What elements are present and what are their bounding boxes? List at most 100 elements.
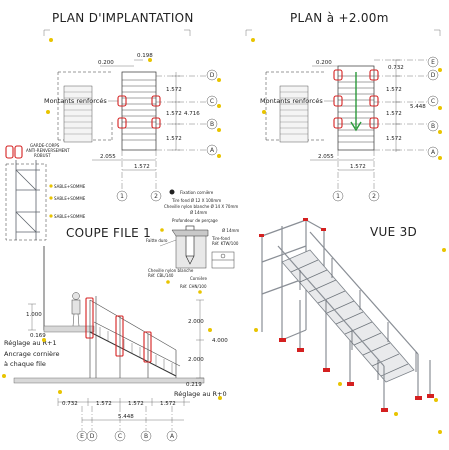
detail-line: ANTI-RENVERSEMENT: [26, 148, 70, 153]
fixation-label: Cheville nylon blanche: [148, 268, 194, 273]
fixation-label: Cornière: [190, 276, 207, 281]
coupe-dim: 2.000: [188, 319, 204, 325]
axis-bubbles-right: E D C B A: [427, 56, 439, 158]
coupe-dim: 0.732: [62, 401, 78, 407]
coupe-dim: 1.572: [160, 401, 176, 407]
note-pin-icon[interactable]: [434, 398, 438, 402]
dim-r1: 1.572: [166, 87, 182, 93]
axis-label: 2: [372, 193, 376, 200]
plan-2m: PLAN à +2.00m 0.200 0.732: [245, 11, 442, 202]
note-pin-icon[interactable]: [394, 412, 398, 416]
note-pin-icon[interactable]: [438, 106, 442, 110]
note-line: Ancrage cornière: [4, 350, 60, 358]
axis-label: A: [210, 147, 215, 154]
montants-label: Montants renforcés: [44, 97, 107, 105]
dim-bottom-b: 1.572: [350, 164, 366, 170]
note-pin-icon[interactable]: [42, 338, 46, 342]
guardrail-detail: GARDE-CORPS ANTI-RENVERSEMENT ROBUST SAB…: [5, 143, 86, 241]
coupe-dim: 1.572: [128, 401, 144, 407]
coupe-axis-bubbles: E D C B A: [76, 430, 178, 442]
axis-label: 1: [120, 193, 124, 200]
note-pin-icon[interactable]: [46, 110, 50, 114]
axis-label: B: [431, 123, 435, 130]
axis-label: C: [118, 433, 122, 440]
axis-label: D: [90, 433, 95, 440]
vue3d-title: VUE 3D: [370, 225, 417, 239]
note-pin-icon[interactable]: [2, 374, 6, 378]
note-pin-icon[interactable]: [438, 68, 442, 72]
note-pin-icon[interactable]: [148, 58, 152, 62]
vue-3d: VUE 3D: [254, 218, 446, 434]
axis-label: D: [431, 72, 436, 79]
axis-label: 2: [154, 193, 158, 200]
note-pin-icon[interactable]: [338, 382, 342, 386]
note-line: à chaque file: [4, 360, 46, 368]
fixation-title: Fixation cornière: [180, 190, 214, 195]
note-pin-icon[interactable]: [217, 104, 221, 108]
dim-total: 5.448: [410, 104, 426, 110]
note-line: Réglage au R+1: [4, 339, 57, 347]
dim-bottom-a: 2.055: [100, 154, 116, 160]
coupe-file: COUPE FILE 1: [2, 226, 228, 442]
axis-label: C: [431, 98, 435, 105]
coupe-dim: 1.572: [96, 401, 112, 407]
note-pin-icon[interactable]: [217, 154, 221, 158]
note-pin-icon[interactable]: [218, 396, 222, 400]
dim-bottom-b: 1.572: [134, 164, 150, 170]
person-figure: [71, 292, 81, 327]
fixation-label: Profondeur de perçage: [172, 218, 218, 223]
detail-tag: SABLE+SOMME: [54, 196, 86, 201]
dim-total: 4.716: [184, 111, 200, 117]
coupe-dim: 4.000: [212, 338, 228, 344]
note-pin-icon[interactable]: [217, 128, 221, 132]
axis-bubbles-right: D C B A: [206, 69, 218, 156]
axis-label: B: [144, 433, 148, 440]
coupe-dim: 2.000: [188, 357, 204, 363]
detail-line: GARDE-CORPS: [30, 143, 60, 148]
note-pin-icon[interactable]: [262, 110, 266, 114]
dim-bottom-a: 2.055: [318, 154, 334, 160]
fixation-label: Tire-fond: [211, 236, 230, 241]
note-pin-icon[interactable]: [254, 328, 258, 332]
axis-label: E: [80, 433, 84, 440]
dim-r3: 1.572: [166, 136, 182, 142]
plan-implantation-title: PLAN D'IMPLANTATION: [52, 11, 194, 25]
axis-label: C: [210, 98, 214, 105]
coupe-dim: 0.219: [186, 382, 202, 388]
dim-r2: 1.572: [386, 111, 402, 117]
fixation-detail: Fixation cornière Tire fond Ø 12 X 100mm…: [146, 189, 239, 294]
coupe-dim: 0.169: [30, 333, 46, 339]
note-pin-icon[interactable]: [49, 38, 53, 42]
fixation-label: Faitte duro: [146, 238, 168, 243]
note-pin-icon[interactable]: [208, 328, 212, 332]
fixation-line: Cheville nylon blanche Ø 14 X 70mm: [164, 204, 238, 209]
coupe-dim-total: 5.448: [118, 414, 134, 420]
detail-tag: SABLE+SOMME: [54, 184, 86, 189]
coupe-title: COUPE FILE 1: [66, 226, 151, 240]
plan-2m-title: PLAN à +2.00m: [290, 11, 389, 25]
dim-top-b: 0.198: [137, 53, 153, 59]
dim-r2: 1.572: [166, 111, 182, 117]
detail-line: ROBUST: [34, 153, 51, 158]
dim-top-a: 0.200: [316, 60, 332, 66]
axis-label: 1: [336, 193, 340, 200]
note-pin-icon[interactable]: [438, 430, 442, 434]
fixation-line: Tire fond Ø 12 X 100mm: [171, 198, 221, 203]
note-pin-icon[interactable]: [442, 248, 446, 252]
note-pin-icon[interactable]: [438, 156, 442, 160]
axis-label: D: [210, 72, 215, 79]
axis-label: A: [170, 433, 175, 440]
note-bottom: Réglage au R+0: [174, 390, 227, 398]
axis-label: B: [210, 121, 214, 128]
note-pin-icon[interactable]: [58, 390, 62, 394]
fixation-label: Réf. CBL/140: [148, 273, 174, 278]
axis-label: E: [431, 59, 435, 66]
note-pin-icon[interactable]: [251, 38, 255, 42]
note-pin-icon[interactable]: [217, 78, 221, 82]
axis-label: A: [431, 149, 436, 156]
note-pin-icon[interactable]: [438, 130, 442, 134]
coupe-dim: 1.000: [26, 312, 42, 318]
dim-r3: 1.572: [386, 136, 402, 142]
montants-label: Montants renforcés: [260, 97, 323, 105]
